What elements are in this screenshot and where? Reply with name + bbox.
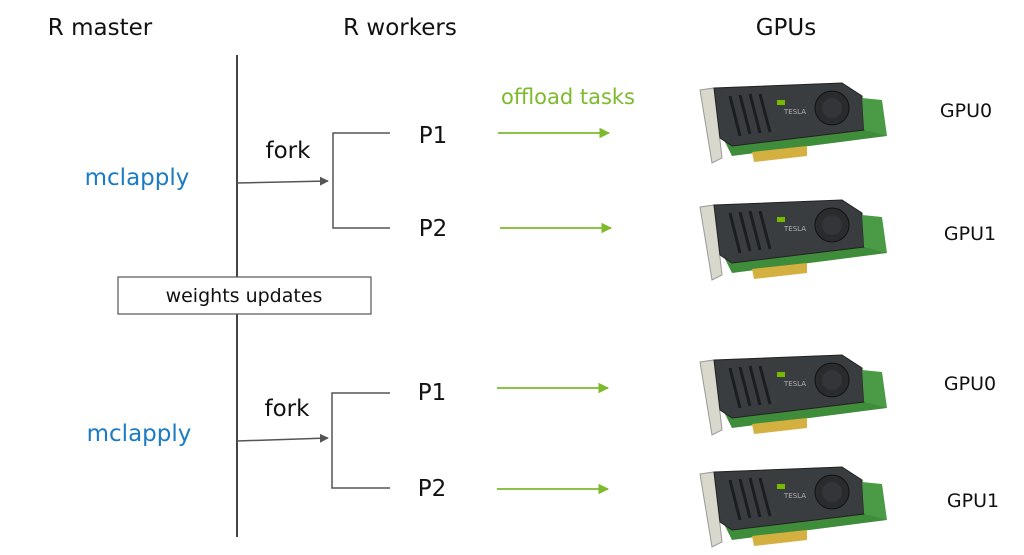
gpu1-label: GPU1 [944, 223, 996, 245]
worker-p1: P1 [418, 380, 447, 406]
worker-p1: P1 [419, 123, 448, 149]
worker-p2: P2 [419, 216, 448, 242]
gpu-card-icon [698, 81, 889, 165]
offload-tasks-label: offload tasks [501, 85, 635, 109]
fork-arrow [236, 433, 329, 443]
gpu-brand-text: TESLA [783, 492, 806, 500]
gpu-card-icon [698, 353, 889, 437]
header-r-master: R master [48, 15, 153, 41]
gpu-brand-text: TESLA [783, 225, 806, 233]
weights-updates-label: weights updates [166, 285, 323, 307]
gpu0-label: GPU0 [940, 100, 992, 122]
fork-arrow [236, 176, 329, 186]
fork-bracket [332, 132, 390, 229]
gpu-card-icon [698, 198, 889, 282]
weights-updates-box [117, 276, 372, 315]
fork-label: fork [265, 396, 311, 422]
worker-p2: P2 [418, 476, 447, 502]
gpu-card-icon [698, 465, 889, 549]
gpu1-label: GPU1 [947, 490, 999, 512]
block-1: mclapply fork P1 P2 TESLA TESLA GPU0 GPU… [85, 81, 996, 282]
gpu-brand-text: TESLA [783, 380, 806, 388]
fork-bracket [331, 392, 390, 489]
gpu0-label: GPU0 [944, 373, 996, 395]
fork-label: fork [266, 138, 312, 164]
mclapply-label: mclapply [87, 421, 192, 447]
header-r-workers: R workers [343, 15, 457, 41]
gpu-brand-text: TESLA [783, 108, 806, 116]
mclapply-label: mclapply [85, 165, 190, 191]
block-2: mclapply fork P1 P2 TESLA TESLA GPU0 GPU… [87, 353, 999, 549]
header-gpus: GPUs [756, 15, 817, 41]
